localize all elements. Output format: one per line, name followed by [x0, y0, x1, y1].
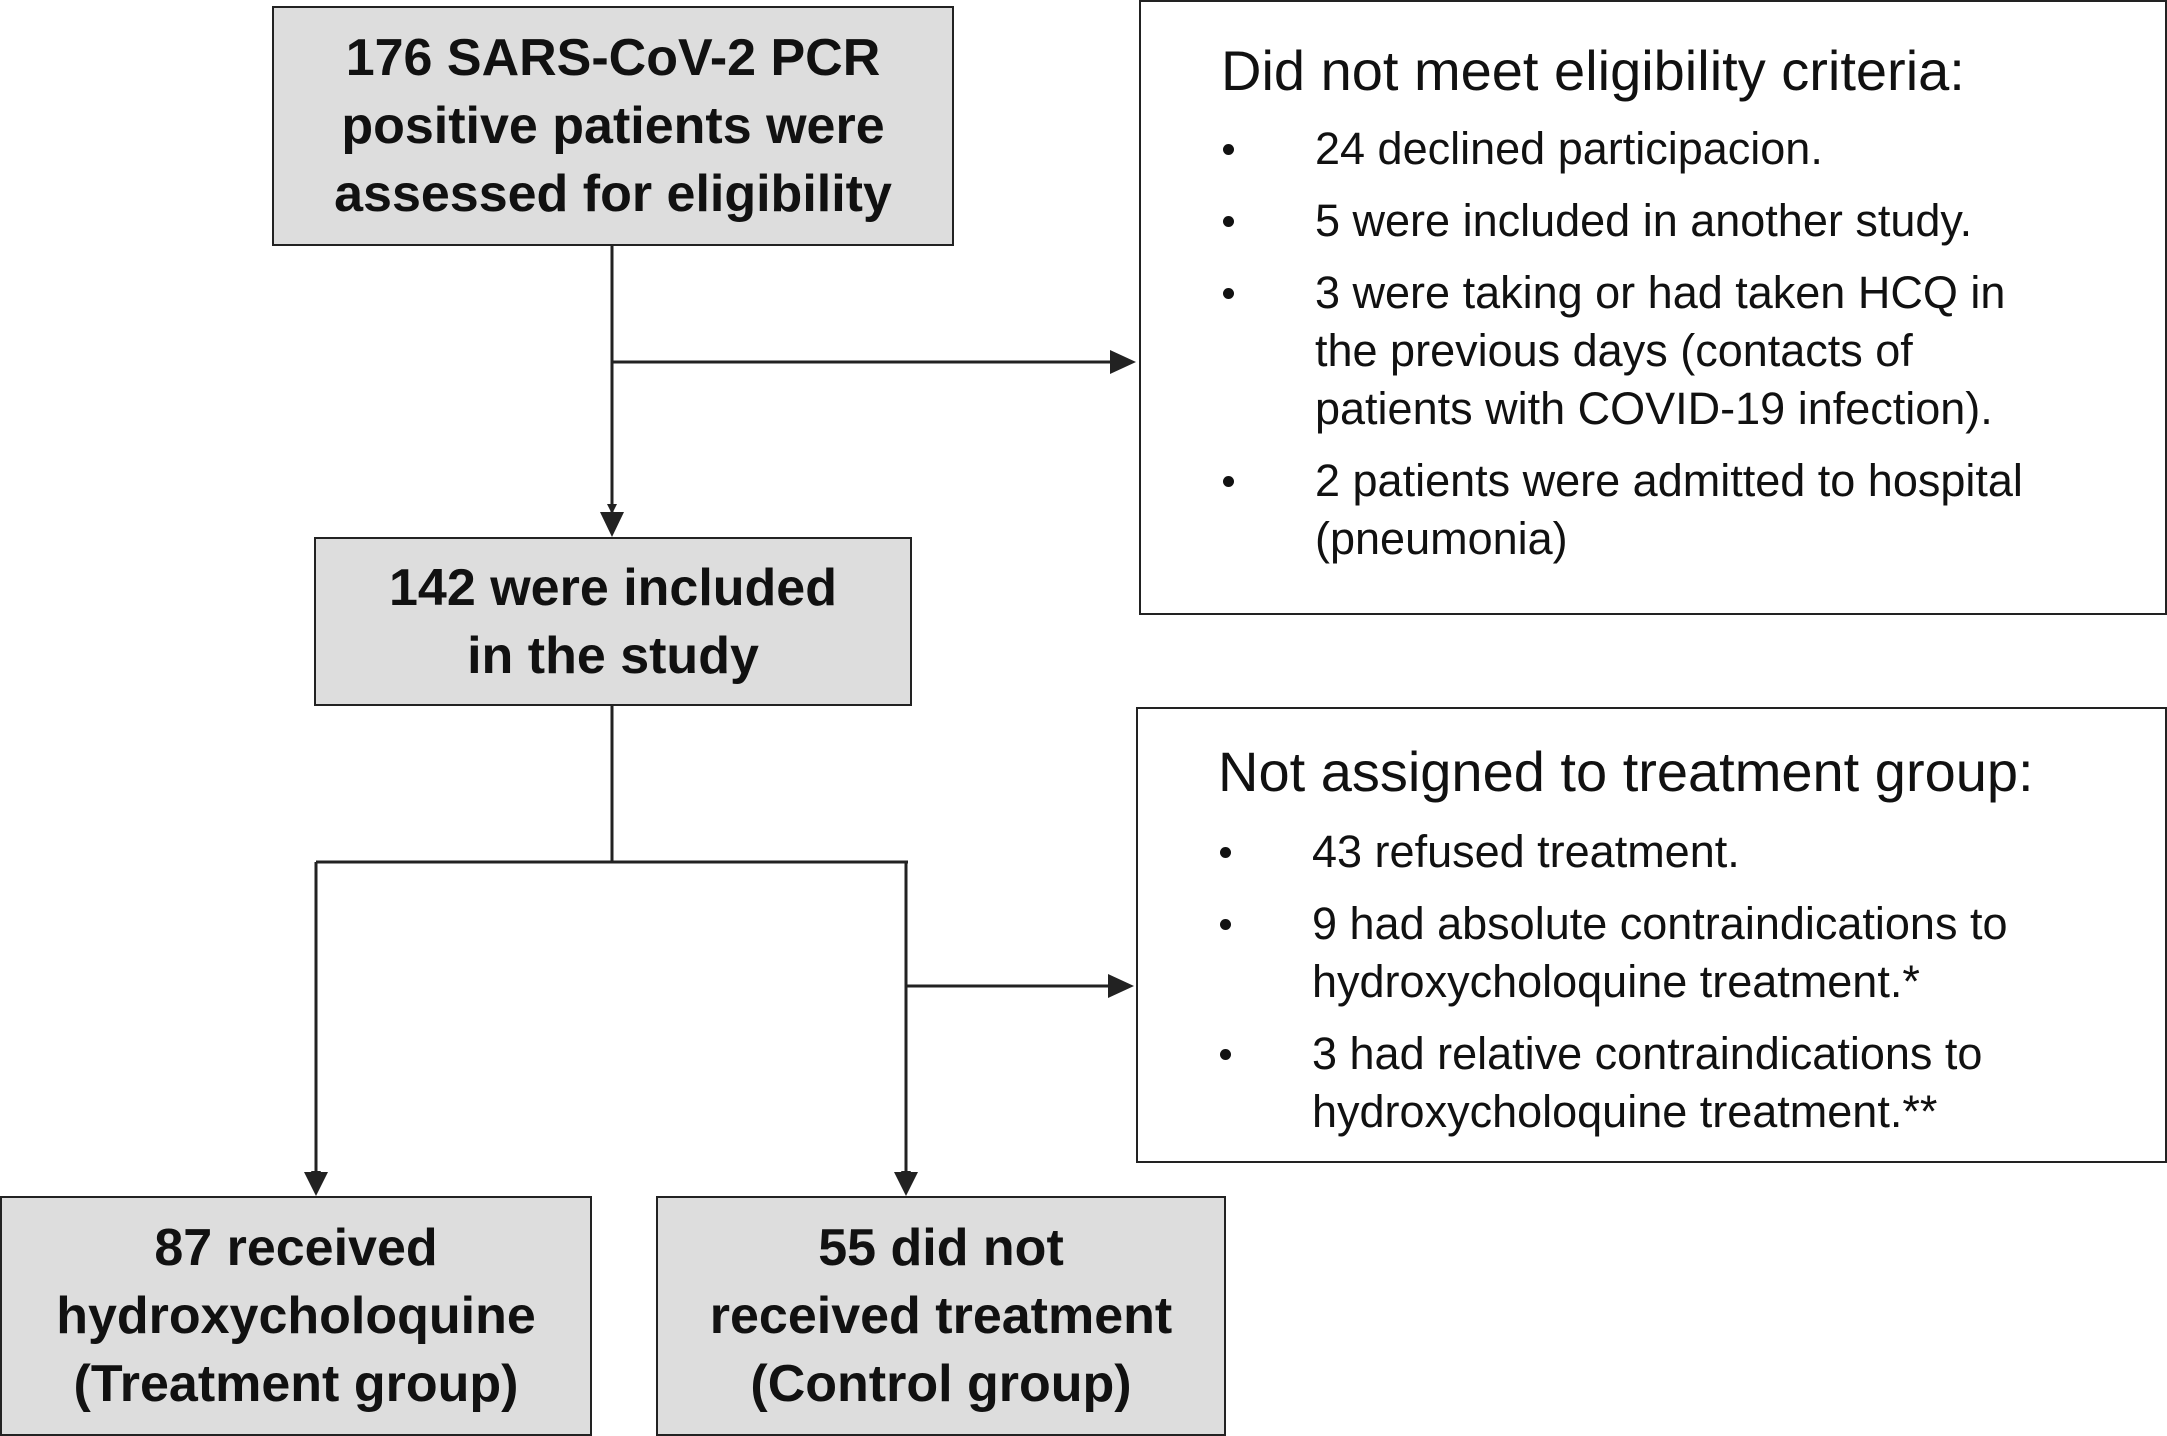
excluded-item-text: 5 were included in another study.	[1315, 195, 1973, 246]
excluded-box: Did not meet eligibility criteria: 24 de…	[1139, 0, 2167, 615]
not-assigned-item-text: 3 had relative contraindications to hydr…	[1312, 1028, 1983, 1137]
bullet-icon	[1220, 919, 1231, 930]
not-assigned-title: Not assigned to treatment group:	[1218, 740, 2034, 803]
bullet-icon	[1223, 288, 1234, 299]
not-assigned-item: 9 had absolute contraindications to hydr…	[1220, 895, 2007, 1011]
excluded-item: 3 were taking or had taken HCQ in the pr…	[1223, 264, 2023, 438]
excluded-item: 5 were included in another study.	[1223, 192, 2023, 250]
not-assigned-item-text: 43 refused treatment.	[1312, 826, 1740, 877]
bullet-icon	[1220, 847, 1231, 858]
not-assigned-item-text: 9 had absolute contraindications to hydr…	[1312, 898, 2008, 1007]
bullet-icon	[1223, 476, 1234, 487]
arrowhead-excluded	[1110, 350, 1136, 374]
excluded-list: 24 declined participacion. 5 were includ…	[1223, 120, 2023, 568]
excluded-item: 2 patients were admitted to hospital (pn…	[1223, 452, 2023, 568]
bullet-icon	[1223, 216, 1234, 227]
not-assigned-item: 43 refused treatment.	[1220, 823, 2007, 881]
excluded-item-text: 3 were taking or had taken HCQ in the pr…	[1315, 267, 2006, 434]
arrowhead-included	[600, 512, 624, 537]
not-assigned-box: Not assigned to treatment group: 43 refu…	[1136, 707, 2167, 1163]
included-box: 142 were included in the study	[314, 537, 912, 706]
arrowhead-treatment	[304, 1172, 328, 1196]
not-assigned-item: 3 had relative contraindications to hydr…	[1220, 1025, 2007, 1141]
bullet-icon	[1223, 144, 1234, 155]
treatment-group-text: 87 received hydroxycholoquine (Treatment…	[56, 1219, 536, 1413]
control-group-box: 55 did not received treatment (Control g…	[656, 1196, 1226, 1436]
excluded-item: 24 declined participacion.	[1223, 120, 2023, 178]
not-assigned-list: 43 refused treatment. 9 had absolute con…	[1220, 823, 2007, 1141]
control-group-text: 55 did not received treatment (Control g…	[709, 1219, 1173, 1413]
treatment-group-box: 87 received hydroxycholoquine (Treatment…	[0, 1196, 592, 1436]
excluded-title: Did not meet eligibility criteria:	[1221, 39, 1965, 102]
excluded-item-text: 2 patients were admitted to hospital (pn…	[1315, 455, 2023, 564]
bullet-icon	[1220, 1049, 1231, 1060]
included-text: 142 were included in the study	[389, 558, 837, 685]
arrowhead-control	[894, 1172, 918, 1196]
assessed-text: 176 SARS-CoV-2 PCR positive patients wer…	[334, 29, 892, 223]
assessed-box: 176 SARS-CoV-2 PCR positive patients wer…	[272, 6, 954, 246]
excluded-item-text: 24 declined participacion.	[1315, 123, 1823, 174]
arrowhead-not-assigned	[1108, 974, 1134, 998]
